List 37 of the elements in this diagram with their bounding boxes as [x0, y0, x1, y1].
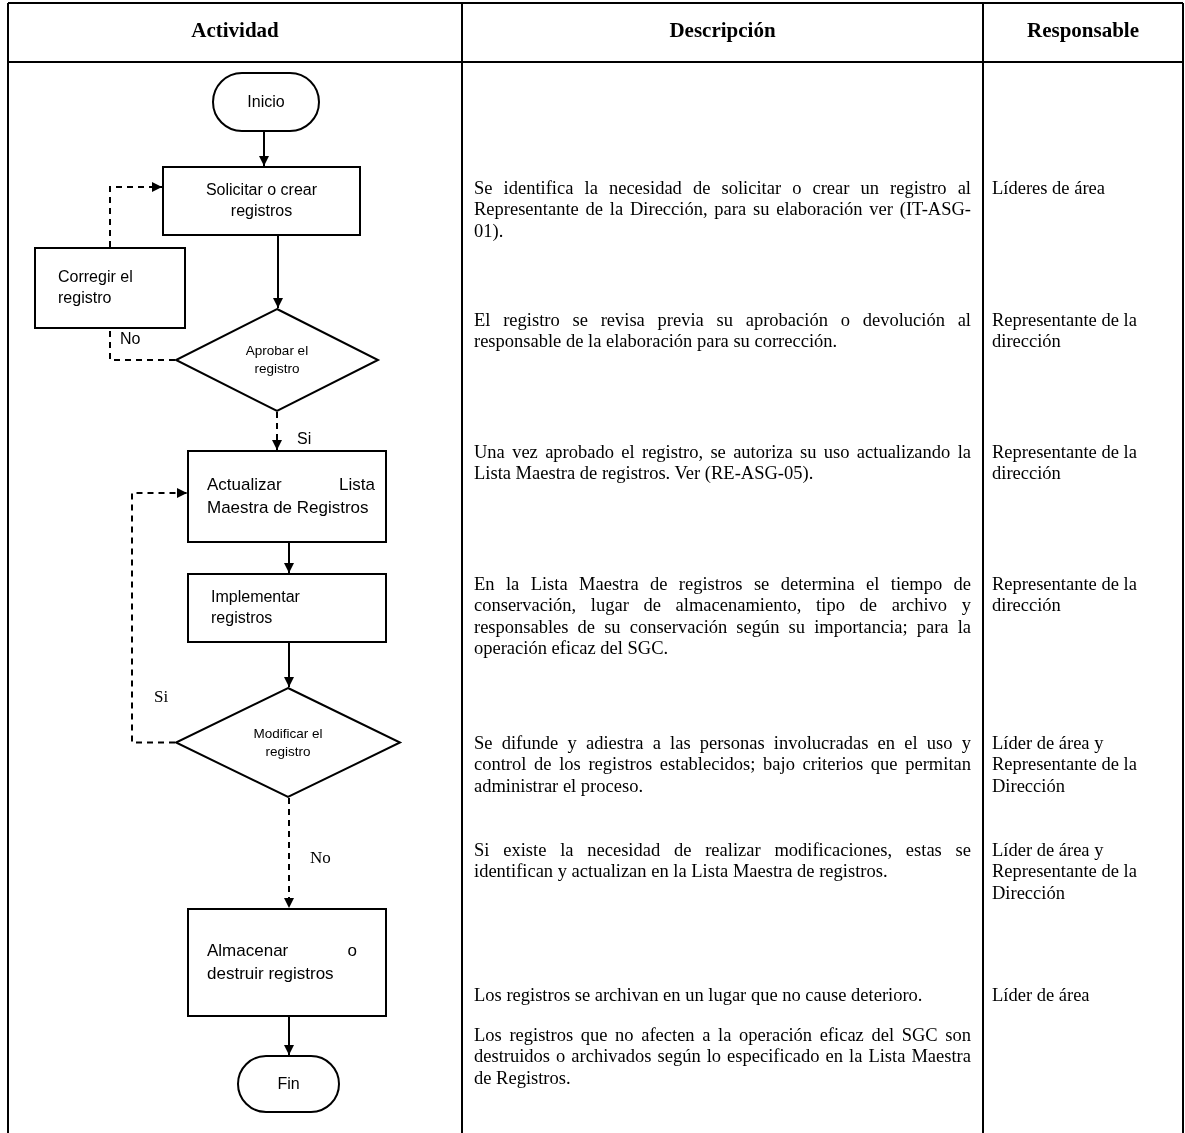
description-text: Se difunde y adiestra a las personas involucradas en el uso y control de los registros establecidos; bajo criterios que permitan administrar el proceso. [474, 733, 971, 797]
arrow [284, 642, 294, 688]
description-text: El registro se revisa previa su aprobación o devolución al responsable de la elaboración para su corrección. [474, 310, 971, 353]
arrow [284, 797, 294, 909]
column-header: Descripción [668, 18, 777, 43]
arrow [272, 411, 282, 451]
arrow [284, 1016, 294, 1056]
responsible-text: Líderes de área [992, 178, 1106, 200]
arrow [284, 542, 294, 574]
terminal-box: Inicio [212, 72, 320, 132]
description-text: Una vez aprobado el registro, se autoriza su uso actualizando la Lista Maestra de registros. Ver (RE-ASG-05). [474, 442, 971, 485]
description-text: Los registros se archivan en un lugar que no cause deterioro. [474, 985, 924, 1007]
column-header: Actividad [190, 18, 280, 43]
responsible-text: Líder de área y Representante de la Dirección [992, 733, 1138, 797]
responsible-text: Líder de área [992, 985, 1091, 1007]
description-text: Si existe la necesidad de realizar modificaciones, estas se identifican y actualizan en la Lista Maestra de registros. [474, 840, 971, 883]
connector-line [109, 328, 176, 361]
arrow [109, 182, 163, 248]
responsible-text: Representante de la dirección [992, 310, 1138, 353]
responsible-text: Líder de área y Representante de la Dirección [992, 840, 1138, 904]
arrow [259, 131, 269, 167]
process-box: Implementar registros [187, 573, 387, 643]
process-box: Corregir el registro [34, 247, 186, 329]
description-text: Se identifica la necesidad de solicitar o crear un registro al Representante de la Dirección, para su elaboración ver (IT-ASG-01). [474, 178, 971, 242]
process-box: Solicitar o crear registros [162, 166, 361, 236]
responsible-text: Representante de la dirección [992, 574, 1138, 617]
decision-diamond: Aprobar el registro [175, 308, 379, 412]
decision-diamond: Modificar el registro [175, 687, 401, 798]
process-box: Actualizar Lista Maestra de Registros [187, 450, 387, 543]
process-box: Almacenar o destruir registros [187, 908, 387, 1017]
description-text: Los registros que no afecten a la operación eficaz del SGC son destruidos o archivados según lo especificado en la Lista Maestra de Registros. [474, 1025, 971, 1089]
arrow [273, 235, 283, 309]
description-text: En la Lista Maestra de registros se determina el tiempo de conservación, lugar de almacenamiento, tipo de archivo y responsables de su conservación según su importancia; para la operación eficaz del SGC. [474, 574, 971, 660]
arrow [131, 488, 188, 744]
terminal-box: Fin [237, 1055, 340, 1113]
column-header: Responsable [1026, 18, 1140, 43]
responsible-text: Representante de la dirección [992, 442, 1138, 485]
